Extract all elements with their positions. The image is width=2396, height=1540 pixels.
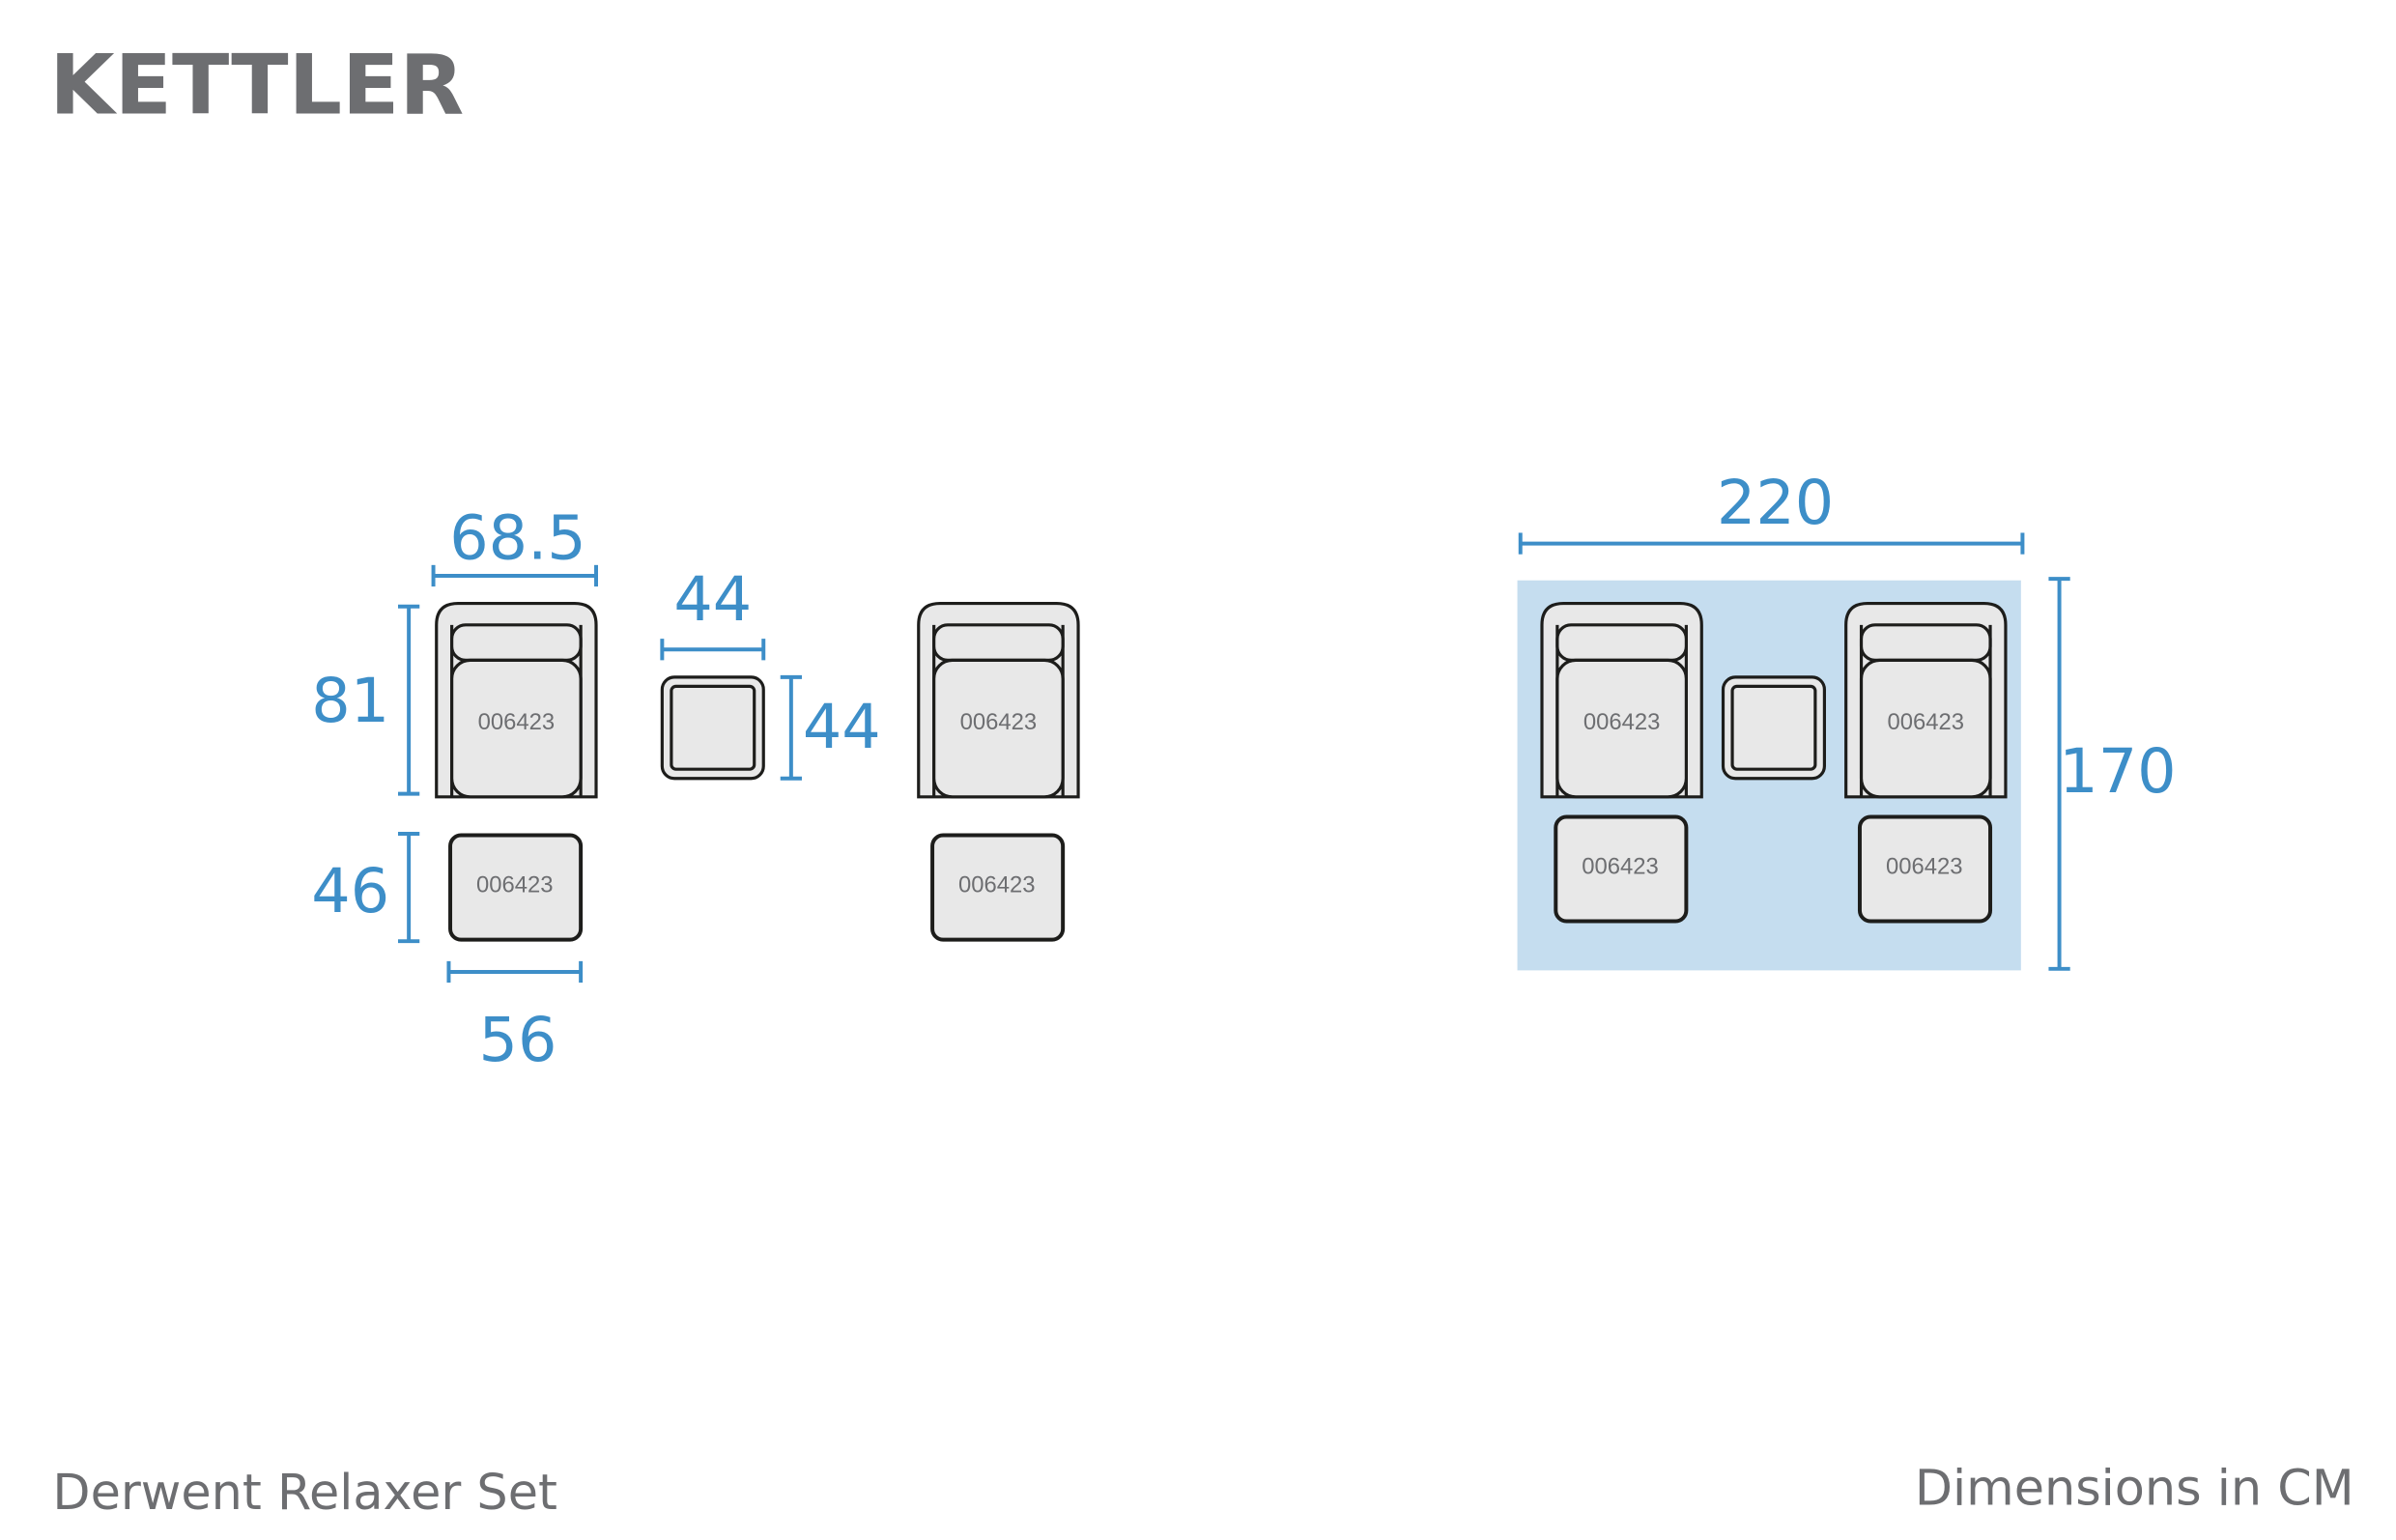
product-code-label: 006423 [958, 871, 1036, 898]
set-footstool-left: 006423 [1554, 814, 1689, 924]
set-side-table [1721, 675, 1826, 781]
product-code-label: 006423 [960, 709, 1038, 735]
table-width-label: 44 [673, 563, 752, 635]
table-width-dimension-line [660, 639, 766, 661]
lounge-chair-right: 006423 [917, 601, 1080, 799]
set-depth-dimension-line [2048, 577, 2070, 971]
chair-width-label: 68.5 [449, 501, 585, 573]
units-note: Dimensions in CM [1915, 1459, 2354, 1516]
chair-depth-label: 81 [311, 665, 389, 736]
brand-logo: KETTLER [49, 38, 464, 134]
table-depth-label: 44 [803, 691, 881, 762]
set-chair-right: 006423 [1844, 601, 2008, 799]
product-name: Derwent Relaxer Set [52, 1464, 557, 1521]
footstool-width-label: 56 [479, 1004, 557, 1075]
set-depth-label: 170 [2059, 735, 2176, 807]
product-code-label: 006423 [1886, 853, 1963, 879]
footstool-width-dimension-line [446, 960, 584, 984]
product-code-label: 006423 [1583, 709, 1661, 735]
product-code-label: 006423 [1888, 709, 1965, 735]
set-width-dimension-line [1518, 532, 2025, 555]
product-code-label: 006423 [476, 871, 554, 898]
set-width-label: 220 [1717, 467, 1834, 538]
set-footstool-right: 006423 [1857, 814, 1993, 924]
chair-depth-dimension-line [398, 604, 420, 796]
lounge-chair-left: 006423 [435, 601, 598, 799]
footstool-left: 006423 [448, 833, 584, 942]
product-code-label: 006423 [478, 709, 556, 735]
table-depth-dimension-line [780, 674, 802, 781]
product-code-label: 006423 [1582, 853, 1659, 879]
chair-width-dimension-line [431, 564, 599, 587]
set-chair-left: 006423 [1540, 601, 1703, 799]
footstool-depth-dimension-line [398, 831, 420, 944]
footstool-right: 006423 [930, 833, 1066, 942]
side-table [660, 675, 765, 781]
footstool-depth-label: 46 [311, 855, 389, 927]
